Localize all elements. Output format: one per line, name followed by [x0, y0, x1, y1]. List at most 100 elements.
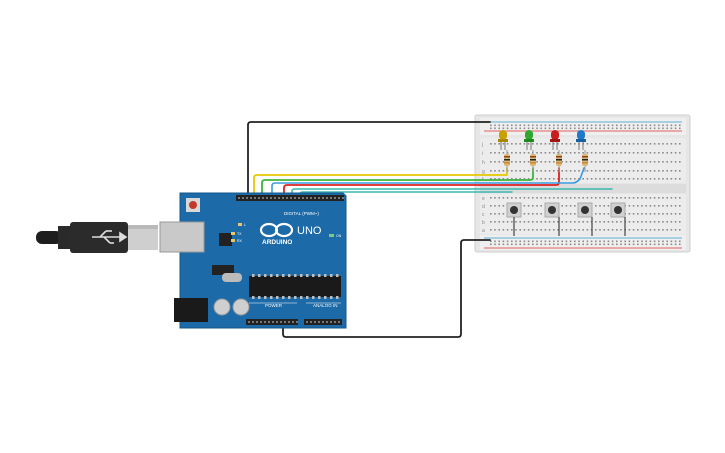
breadboard-hole[interactable] [527, 127, 530, 130]
breadboard-hole[interactable] [611, 243, 614, 246]
breadboard-hole[interactable] [511, 161, 513, 163]
breadboard-hole[interactable] [519, 124, 521, 127]
breadboard-hole[interactable] [649, 170, 652, 172]
gnd-wire-black[interactable] [247, 121, 491, 198]
breadboard-hole[interactable] [582, 127, 584, 130]
breadboard-hole[interactable] [490, 221, 492, 223]
breadboard-hole[interactable] [653, 229, 656, 231]
breadboard-hole[interactable] [540, 197, 542, 199]
breadboard-hole[interactable] [645, 197, 647, 199]
breadboard-hole[interactable] [511, 240, 513, 243]
breadboard-hole[interactable] [653, 205, 656, 207]
breadboard-hole[interactable] [679, 240, 681, 243]
breadboard-hole[interactable] [599, 240, 601, 243]
breadboard-hole[interactable] [519, 243, 521, 246]
breadboard-hole[interactable] [569, 240, 572, 243]
breadboard-hole[interactable] [590, 243, 593, 246]
breadboard-hole[interactable] [544, 127, 547, 130]
breadboard-hole[interactable] [595, 127, 597, 130]
breadboard-hole[interactable] [502, 221, 505, 223]
breadboard-hole[interactable] [653, 243, 656, 246]
breadboard-hole[interactable] [536, 127, 538, 130]
breadboard-hole[interactable] [641, 152, 643, 154]
breadboard-hole[interactable] [662, 178, 664, 180]
breadboard-hole[interactable] [624, 152, 626, 154]
breadboard-hole[interactable] [666, 240, 668, 243]
breadboard-hole[interactable] [674, 213, 677, 215]
breadboard-hole[interactable] [515, 197, 517, 199]
header-pin[interactable] [258, 197, 260, 199]
breadboard-hole[interactable] [523, 178, 526, 180]
breadboard-hole[interactable] [536, 213, 538, 215]
breadboard-hole[interactable] [603, 127, 605, 130]
breadboard-hole[interactable] [645, 143, 647, 145]
breadboard-hole[interactable] [674, 243, 677, 246]
wire-green[interactable] [261, 167, 534, 198]
breadboard-hole[interactable] [628, 161, 631, 163]
breadboard-hole[interactable] [603, 170, 605, 172]
breadboard-hole[interactable] [502, 143, 505, 145]
breadboard-hole[interactable] [611, 127, 614, 130]
header-pin[interactable] [254, 197, 256, 199]
breadboard-hole[interactable] [599, 229, 601, 231]
header-pin[interactable] [322, 197, 324, 199]
breadboard-hole[interactable] [490, 243, 492, 246]
breadboard-hole[interactable] [502, 127, 505, 130]
push-button[interactable] [610, 202, 626, 236]
breadboard-hole[interactable] [641, 205, 643, 207]
breadboard-hole[interactable] [574, 243, 576, 246]
breadboard-hole[interactable] [662, 127, 664, 130]
breadboard-hole[interactable] [502, 243, 505, 246]
header-pin[interactable] [270, 197, 272, 199]
header-pin[interactable] [256, 321, 258, 323]
breadboard-hole[interactable] [498, 243, 500, 246]
breadboard-hole[interactable] [670, 197, 673, 199]
breadboard-hole[interactable] [527, 143, 530, 145]
header-pin[interactable] [306, 197, 308, 199]
breadboard-hole[interactable] [590, 143, 593, 145]
breadboard-hole[interactable] [582, 243, 584, 246]
breadboard-hole[interactable] [561, 205, 563, 207]
breadboard-hole[interactable] [603, 197, 605, 199]
breadboard-hole[interactable] [511, 143, 513, 145]
breadboard-hole[interactable] [544, 229, 547, 231]
breadboard-hole[interactable] [679, 161, 681, 163]
breadboard-hole[interactable] [532, 205, 534, 207]
breadboard-hole[interactable] [637, 170, 639, 172]
breadboard-hole[interactable] [515, 143, 517, 145]
breadboard-hole[interactable] [553, 178, 555, 180]
resistor[interactable] [582, 150, 588, 172]
breadboard-hole[interactable] [590, 127, 593, 130]
breadboard-hole[interactable] [557, 240, 559, 243]
breadboard-hole[interactable] [515, 161, 517, 163]
breadboard-hole[interactable] [607, 213, 610, 215]
breadboard-hole[interactable] [595, 243, 597, 246]
breadboard-hole[interactable] [515, 221, 517, 223]
breadboard-hole[interactable] [670, 213, 673, 215]
breadboard-hole[interactable] [616, 240, 618, 243]
breadboard-hole[interactable] [666, 213, 668, 215]
breadboard-hole[interactable] [620, 240, 622, 243]
header-pin[interactable] [242, 197, 244, 199]
breadboard-hole[interactable] [637, 205, 639, 207]
breadboard-hole[interactable] [557, 178, 559, 180]
breadboard-hole[interactable] [582, 178, 584, 180]
breadboard-hole[interactable] [658, 143, 660, 145]
breadboard-hole[interactable] [557, 124, 559, 127]
breadboard-hole[interactable] [553, 143, 555, 145]
breadboard-hole[interactable] [645, 205, 647, 207]
breadboard-hole[interactable] [616, 221, 618, 223]
breadboard-hole[interactable] [515, 240, 517, 243]
breadboard-hole[interactable] [599, 124, 601, 127]
breadboard-hole[interactable] [628, 205, 631, 207]
breadboard-hole[interactable] [590, 161, 593, 163]
breadboard-hole[interactable] [670, 127, 673, 130]
breadboard-hole[interactable] [599, 170, 601, 172]
breadboard-hole[interactable] [624, 127, 626, 130]
breadboard-hole[interactable] [523, 161, 526, 163]
breadboard-hole[interactable] [515, 229, 517, 231]
breadboard-hole[interactable] [662, 152, 664, 154]
breadboard-hole[interactable] [574, 152, 576, 154]
breadboard-hole[interactable] [620, 127, 622, 130]
breadboard-hole[interactable] [506, 178, 509, 180]
